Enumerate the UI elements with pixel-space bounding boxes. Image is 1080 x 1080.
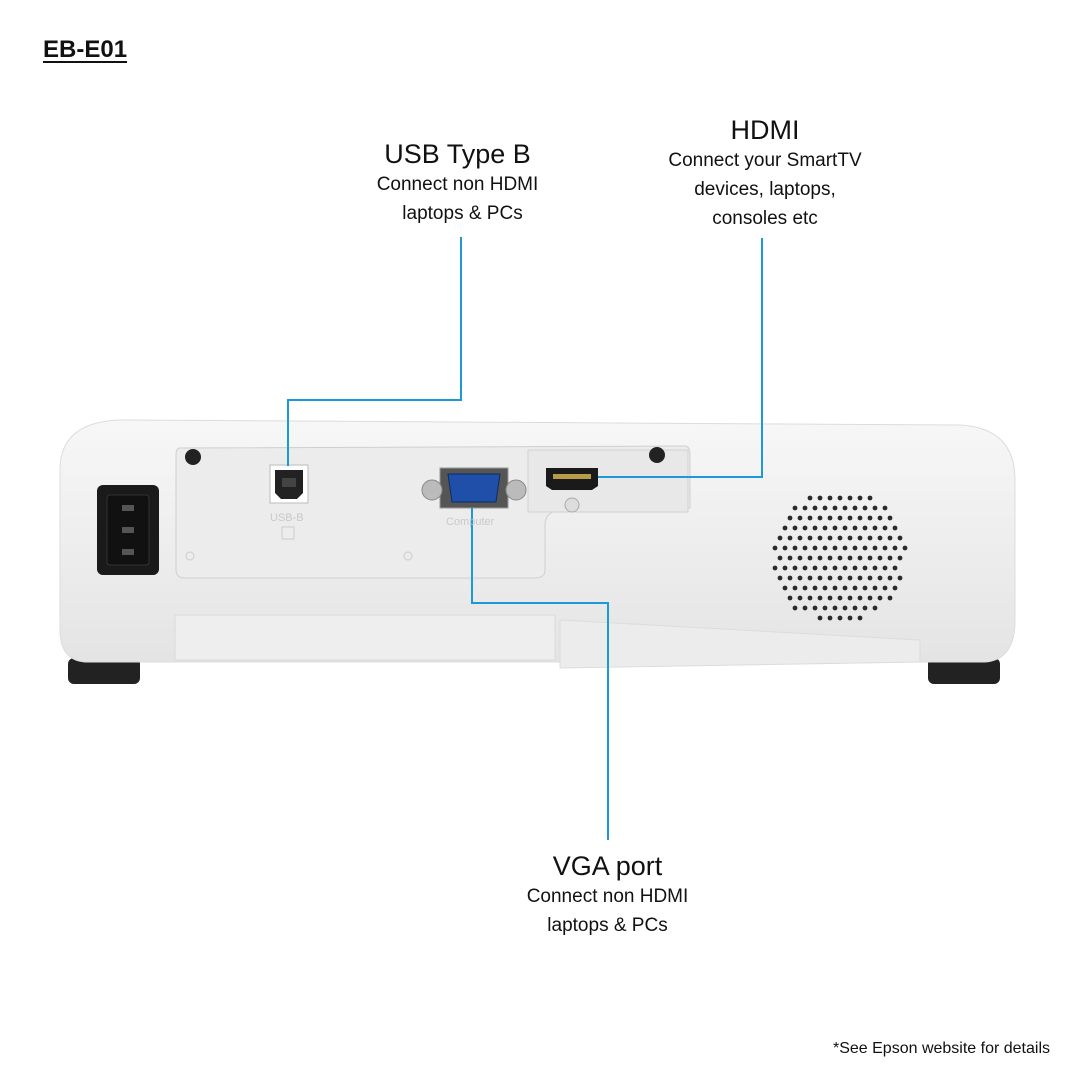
usb-port-label: USB-B <box>270 512 304 524</box>
usb-callout: USB Type B Connect non HDMI laptops & PC… <box>330 138 585 228</box>
usb-desc-2: laptops & PCs <box>402 203 523 224</box>
vga-desc-1: Connect non HDMI <box>526 886 689 907</box>
speaker-grille <box>772 495 908 621</box>
hdmi-title: HDMI <box>730 115 800 145</box>
model-title: EB-E01 <box>43 36 128 63</box>
vga-leader-line <box>471 508 609 840</box>
footnote: *See Epson website for details <box>832 1040 1050 1057</box>
vga-callout: VGA port Connect non HDMI laptops & PCs <box>480 850 735 940</box>
hdmi-callout: HDMI Connect your SmartTV devices, lapto… <box>630 114 900 233</box>
usb-title: USB Type B <box>384 139 531 169</box>
hdmi-desc-2: devices, laptops, <box>694 179 836 200</box>
usb-desc-1: Connect non HDMI <box>376 174 539 195</box>
right-foot <box>928 658 1000 684</box>
left-foot <box>68 658 140 684</box>
usb-leader-line <box>287 237 462 466</box>
hdmi-desc-1: Connect your SmartTV <box>668 150 862 171</box>
hdmi-desc-3: consoles etc <box>712 208 818 229</box>
vga-port-label: Computer <box>446 516 495 528</box>
vga-title: VGA port <box>552 851 663 881</box>
hdmi-leader-line <box>598 238 763 478</box>
vga-desc-2: laptops & PCs <box>547 915 668 936</box>
